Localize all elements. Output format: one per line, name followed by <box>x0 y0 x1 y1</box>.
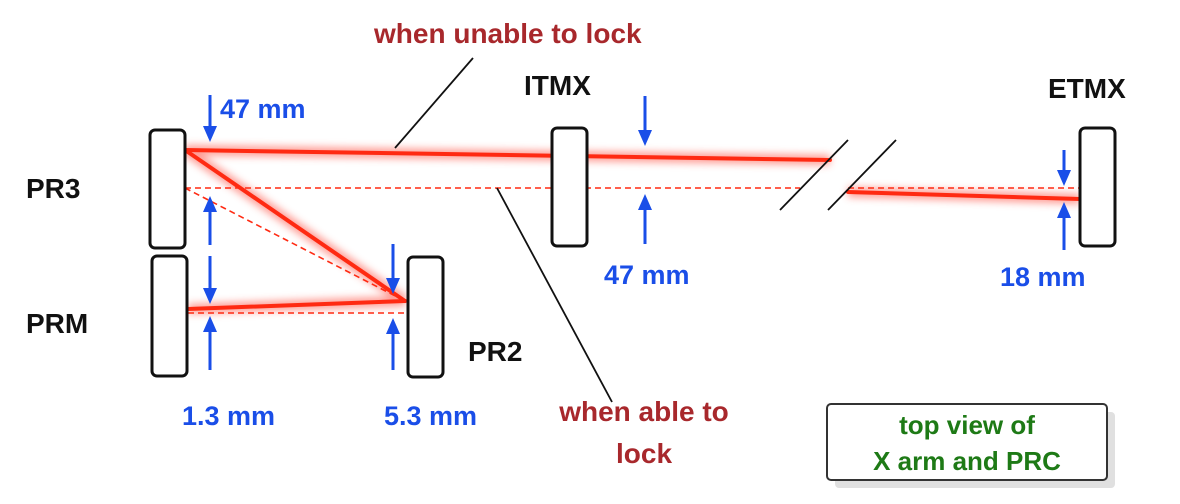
unable-leader-line <box>394 57 474 149</box>
pr3-offset-label: 47 mm <box>220 94 306 124</box>
etmx-label: ETMX <box>1048 73 1126 104</box>
prm-bottom-dimension-arrow <box>203 316 217 370</box>
able-leader-line <box>496 187 613 403</box>
unable-to-lock-label: when unable to lock <box>373 18 642 49</box>
able-to-lock-label-line1: when able to <box>558 396 729 427</box>
unlocked-beam-path <box>183 148 1082 311</box>
itmx-dimension-arrows <box>638 96 652 244</box>
etmx-dimension-arrows <box>1057 150 1071 250</box>
pr2-label: PR2 <box>468 336 522 367</box>
arm-break-marks <box>779 139 897 211</box>
etmx-mirror <box>1078 126 1117 248</box>
itmx-offset-label: 47 mm <box>604 260 690 290</box>
locked-beam-path <box>184 187 1080 314</box>
etmx-offset-label: 18 mm <box>1000 262 1086 292</box>
prm-mirror <box>150 254 189 378</box>
pr3-label: PR3 <box>26 173 80 204</box>
pr3-top-dimension-arrow <box>203 95 217 142</box>
itmx-mirror <box>550 126 589 248</box>
pr3-mirror <box>148 128 187 250</box>
itmx-label: ITMX <box>524 70 591 101</box>
prm-offset-label: 1.3 mm <box>182 401 275 431</box>
view-note-box: top view of X arm and PRC <box>826 403 1115 488</box>
pr2-offset-label: 5.3 mm <box>384 401 477 431</box>
pr2-mirror <box>406 255 445 379</box>
pr3-prm-dimension-arrows <box>203 196 217 304</box>
able-to-lock-label-line2: lock <box>616 438 672 469</box>
note-line1: top view of <box>899 410 1035 440</box>
pr2-dimension-arrows <box>386 244 400 370</box>
prm-label: PRM <box>26 308 88 339</box>
note-line2: X arm and PRC <box>873 446 1061 476</box>
